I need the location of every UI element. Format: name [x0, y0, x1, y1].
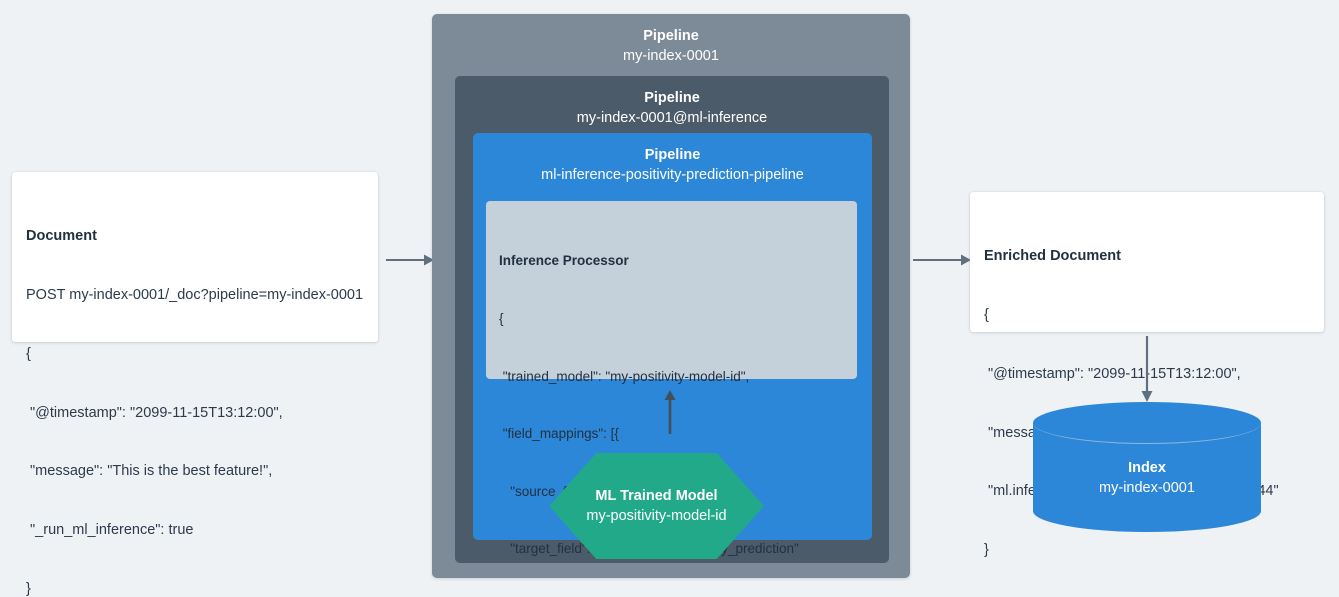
document-line-5: }	[26, 580, 31, 597]
pipeline-outer-my-index-0001: Pipeline my-index-0001 Pipeline my-index…	[432, 14, 910, 578]
cylinder-top-ellipse	[1033, 402, 1261, 444]
pipeline-outer-kind: Pipeline	[643, 28, 699, 44]
pipeline-outer-header: Pipeline my-index-0001	[432, 14, 910, 66]
document-line-4: "_run_ml_inference": true	[26, 522, 194, 539]
pipeline-mid-header: Pipeline my-index-0001@ml-inference	[455, 76, 889, 128]
arrow-ml-model-to-inference-processor-icon	[664, 390, 676, 434]
inference-processor-card: Inference Processor { "trained_model": "…	[486, 201, 857, 556]
enriched-document-line-1: "@timestamp": "2099-11-15T13:12:00",	[984, 365, 1241, 382]
enriched-document-title: Enriched Document	[984, 248, 1121, 265]
pipeline-inner-positivity-prediction: Pipeline ml-inference-positivity-predict…	[473, 133, 872, 559]
pipeline-outer-name: my-index-0001	[623, 48, 719, 64]
pipeline-inner-name: ml-inference-positivity-prediction-pipel…	[541, 167, 804, 183]
pipeline-mid-ml-inference: Pipeline my-index-0001@ml-inference Pipe…	[455, 76, 889, 563]
document-line-2: "@timestamp": "2099-11-15T13:12:00",	[26, 404, 283, 421]
ml-trained-model-hexagon: ML Trained Model my-positivity-model-id	[549, 453, 764, 559]
inference-processor-line-0: {	[499, 311, 504, 327]
arrow-enriched-document-to-index-icon	[1141, 336, 1153, 402]
inference-processor-line-2: "field_mappings": [{	[499, 426, 619, 442]
document-card: Document POST my-index-0001/_doc?pipelin…	[12, 172, 378, 597]
arrow-document-to-pipeline-icon	[386, 254, 434, 266]
ml-trained-model-kind: ML Trained Model	[595, 488, 718, 504]
enriched-document-card: Enriched Document { "@timestamp": "2099-…	[970, 192, 1324, 558]
document-line-3: "message": "This is the best feature!",	[26, 463, 273, 480]
index-name: my-index-0001	[1099, 480, 1195, 496]
ml-trained-model-name: my-positivity-model-id	[586, 508, 727, 524]
pipeline-mid-name: my-index-0001@ml-inference	[576, 110, 768, 126]
document-line-0: POST my-index-0001/_doc?pipeline=my-inde…	[26, 286, 364, 303]
pipeline-inner-kind: Pipeline	[644, 147, 701, 163]
enriched-document-line-4: }	[984, 542, 989, 559]
inference-processor-title: Inference Processor	[499, 253, 629, 269]
inference-processor-line-1: "trained_model": "my-positivity-model-id…	[499, 368, 750, 384]
pipeline-mid-kind: Pipeline	[644, 90, 700, 106]
index-label: Index my-index-0001	[1033, 458, 1261, 498]
enriched-document-line-0: {	[984, 306, 989, 323]
document-title: Document	[26, 228, 97, 245]
document-line-1: {	[26, 345, 31, 362]
index-cylinder: Index my-index-0001	[1033, 402, 1261, 532]
pipeline-inner-header: Pipeline ml-inference-positivity-predict…	[473, 133, 872, 185]
arrow-pipeline-to-enriched-document-icon	[913, 254, 971, 266]
index-kind: Index	[1128, 460, 1166, 476]
